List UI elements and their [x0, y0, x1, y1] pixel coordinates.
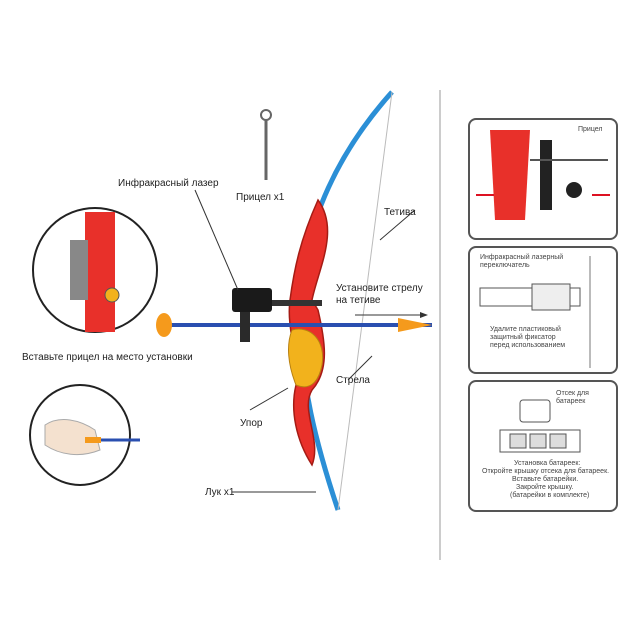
panel-battery-text3: Вставьте батарейки. [512, 476, 579, 483]
panel-battery-title1: Отсек для [556, 390, 589, 397]
panel-battery-artwork [499, 399, 581, 453]
inset-sight-mount [70, 240, 88, 300]
sight-pin-ring [260, 109, 272, 121]
arrow-fletching [398, 318, 432, 332]
panel-sight-knob [566, 182, 582, 198]
inset-hand [44, 419, 101, 456]
panel-laser-line2: переключатель [480, 262, 530, 269]
panel-sight: Прицел [468, 118, 618, 240]
inset-riser [85, 212, 115, 332]
laser-sight-rail [272, 300, 322, 306]
set-arrow-head [420, 312, 428, 318]
label-insert-sight: Вставьте прицел на место установки [22, 352, 193, 363]
label-arrow: Стрела [336, 375, 370, 386]
laser-sight-mount [240, 312, 250, 342]
label-set-arrow-2: на тетиве [336, 295, 381, 306]
arrow-suction-tip [156, 313, 172, 337]
label-bow: Лук х1 [205, 487, 235, 498]
panel-sight-label: Прицел [578, 126, 603, 133]
panel-battery-text1: Установка батареек: [514, 460, 581, 467]
panel-battery-cell-2 [529, 433, 547, 449]
panel-battery: Отсек для батареек Установка батареек: О… [468, 380, 618, 512]
bowstring [337, 91, 393, 511]
panel-battery-cell-1 [509, 433, 527, 449]
panel-battery-text4: Закройте крышку. [516, 484, 574, 491]
rest-leader [249, 387, 289, 411]
panel-sight-plate [540, 140, 552, 210]
panel-sight-riser [490, 130, 530, 220]
panel-battery-text2: Откройте крышку отсека для батареек. [482, 468, 610, 475]
panel-battery-text5: (батарейки в комплекте) [510, 492, 590, 499]
panel-laser-module [531, 283, 571, 311]
arrow-leader [347, 355, 373, 381]
panel-laser: Инфракрасный лазерный переключатель Удал… [468, 246, 618, 374]
inset-sight-dial [104, 287, 120, 303]
panel-battery-title2: батареек [556, 398, 586, 405]
label-string: Тетива [384, 207, 416, 218]
panel-laser-note1: Удалите пластиковый [490, 326, 561, 333]
laser-sight-body [232, 288, 272, 312]
panel-laser-note2: защитный фиксатор [490, 334, 556, 341]
bow-grip [288, 328, 324, 388]
panel-sight-artwork [476, 130, 610, 220]
panel-laser-artwork [479, 256, 591, 368]
inset-arrow-tip [85, 437, 101, 443]
string-leader [379, 209, 416, 241]
panel-battery-compartment [519, 399, 551, 423]
label-set-arrow-1: Установите стрелу [336, 283, 423, 294]
panel-laser-line1: Инфракрасный лазерный [480, 254, 564, 261]
label-sight: Прицел х1 [236, 192, 285, 203]
label-rest: Упор [240, 418, 263, 429]
panel-battery-cell-3 [549, 433, 567, 449]
panel-laser-note3: перед использованием [490, 342, 566, 349]
laser-leader [194, 189, 239, 291]
label-infrared-laser: Инфракрасный лазер [118, 178, 219, 189]
